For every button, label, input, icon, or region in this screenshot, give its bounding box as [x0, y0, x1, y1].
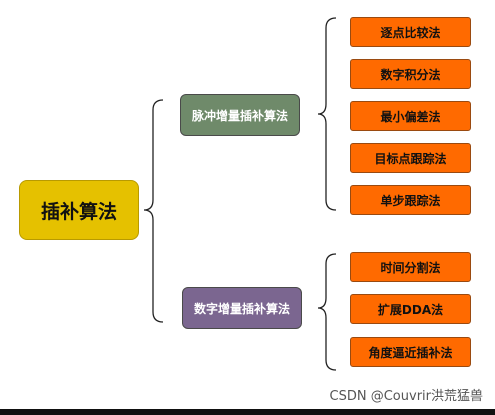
- watermark-text: CSDN @Couvrir洪荒猛兽: [329, 389, 483, 404]
- leaf-node: 角度逼近插补法: [350, 337, 471, 367]
- leaf-node: 单步跟踪法: [350, 185, 471, 215]
- leaf-node: 时间分割法: [350, 252, 471, 282]
- leaf-node: 扩展DDA法: [350, 294, 471, 324]
- group-node-digital: 数字增量插补算法: [182, 287, 302, 329]
- root-node: 插补算法: [19, 180, 139, 240]
- leaf-node: 目标点跟踪法: [350, 143, 471, 173]
- leaf-node: 逐点比较法: [350, 17, 471, 47]
- leaf-node: 最小偏差法: [350, 101, 471, 131]
- leaf-node: 数字积分法: [350, 59, 471, 89]
- bottom-border: [0, 409, 495, 415]
- group-node-pulse: 脉冲增量插补算法: [180, 94, 300, 136]
- group2-bracket: [317, 253, 337, 371]
- group1-bracket: [317, 17, 337, 211]
- root-bracket: [143, 99, 164, 323]
